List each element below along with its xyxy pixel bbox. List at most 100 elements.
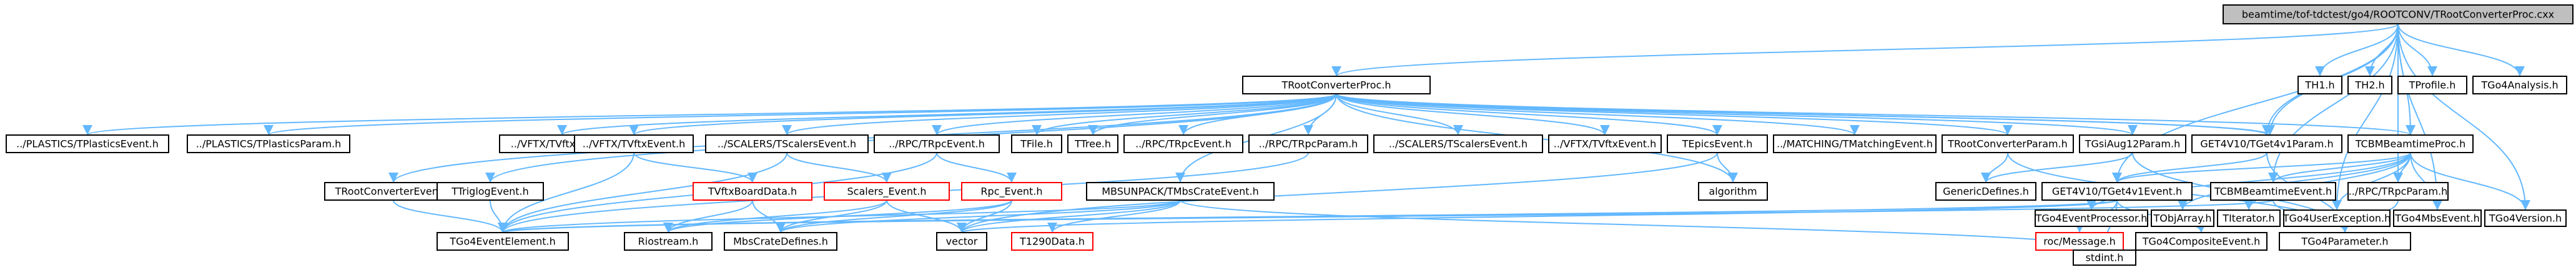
node-box-tgo4parameter (2279, 232, 2411, 251)
node-tgsiaug12param[interactable]: TGsiAug12Param.h (2079, 134, 2186, 153)
node-tgo4userexception[interactable]: TGo4UserException.h (2282, 209, 2391, 227)
edge-trootconverterproc_h-to-rpc_trpcevent (932, 93, 1337, 136)
node-label-vftx-board-data: TVftxBoardData.h (708, 186, 797, 198)
node-box-tepics-event (1667, 134, 1768, 153)
node-box-tprofile-h (2397, 76, 2467, 94)
node-tglog-event[interactable]: TTriglogEvent.h (437, 182, 544, 201)
node-tgo4parameter[interactable]: TGo4Parameter.h (2279, 232, 2411, 251)
node-mbsunpack[interactable]: MBSUNPACK/TMbsCrateEvent.h (1086, 182, 1275, 201)
node-tcbmbeamtimeproc[interactable]: TCBMBeamtimeProc.h (2347, 134, 2474, 153)
node-tcbmbeamtimeevent[interactable]: TCBMBeamtimeEvent.h (2210, 182, 2336, 201)
edge-scalers_tscalersevent-to-tgo4eventelement (498, 152, 787, 233)
node-label-algorithm: algorithm (1709, 186, 1757, 198)
node-riostream[interactable]: Riostream.h (624, 232, 713, 251)
node-th2-h[interactable]: TH2.h (2347, 76, 2392, 94)
node-scalers-event[interactable]: ../SCALERS/TScalersEvent.h (1373, 134, 1543, 153)
node-algorithm[interactable]: algorithm (1698, 182, 1768, 201)
edge-trootconverterproc_h-to-vftx_event (629, 93, 1337, 136)
node-box-tgo4userexception (2283, 209, 2391, 227)
node-label-root: beamtime/tof-tdctest/go4/ROOTCONV/TRootC… (2242, 9, 2554, 21)
node-label-trootconverterproc-h: TRootConverterProc.h (1281, 79, 1391, 91)
node-tgo4eventelement[interactable]: TGo4EventElement.h (437, 232, 569, 251)
node-label-rpc-event: ../RPC/TRpcEvent.h (1135, 138, 1231, 150)
node-tgo4eventprocessor[interactable]: TGo4EventProcessor.h (2035, 209, 2148, 227)
node-label-tget4v1event: GET4V10/TGet4v1Event.h (2052, 186, 2182, 198)
node-tepics-event[interactable]: TEpicsEvent.h (1667, 134, 1768, 153)
edge-scalers_event_h-to-riostream (663, 199, 887, 233)
node-vector[interactable]: vector (936, 232, 987, 251)
node-t1290data[interactable]: T1290Data.h (1011, 232, 1093, 251)
node-box-tgo4version (2484, 209, 2567, 227)
node-tfile-h[interactable]: TFile.h (1011, 134, 1062, 153)
node-box-trootconverterproc-h (1242, 76, 1431, 94)
node-tget4v1event[interactable]: GET4V10/TGet4v1Event.h (2041, 182, 2193, 201)
node-tobjarray[interactable]: TObjArray.h (2151, 209, 2214, 227)
node-tgo4compositeevent[interactable]: TGo4CompositeEvent.h (2135, 232, 2268, 251)
node-label-scalers-event: ../SCALERS/TScalersEvent.h (1389, 138, 1527, 150)
node-ttree-h[interactable]: TTree.h (1067, 134, 1118, 153)
edge-scalers_tscalersevent-to-scalers_event_h (786, 152, 892, 183)
edge-root-to-th2_h (2365, 23, 2399, 77)
node-rpc-param[interactable]: ../RPC/TRpcParam.h (1248, 134, 1368, 153)
node-box-riostream (624, 232, 713, 251)
node-plastics-event[interactable]: ../PLASTICS/TPlasticsEvent.h (6, 134, 169, 153)
edge-tget4v1event-to-tgo4eventelement (498, 199, 2118, 233)
node-label-tcbmbeamtimeevent: TCBMBeamtimeEvent.h (2214, 186, 2332, 198)
node-tprofile-h[interactable]: TProfile.h (2397, 76, 2467, 94)
node-th1-h[interactable]: TH1.h (2297, 76, 2342, 94)
node-rocmessage[interactable]: roc/Message.h (2035, 232, 2124, 251)
node-box-tobjarray (2151, 209, 2214, 227)
edge-mbsunpack-to-tgo4eventelement (498, 199, 1181, 233)
edge-tepics_event-to-algorithm (1717, 152, 1738, 183)
node-scalers-event-h[interactable]: Scalers_Event.h (824, 182, 950, 201)
node-box-scalers-tscalersevent (705, 134, 869, 153)
node-box-ttree-h (1067, 134, 1118, 153)
node-matching-event[interactable]: ../MATCHING/TMatchingEvent.h (1773, 134, 1937, 153)
node-box-tgo4analysis-h (2472, 76, 2567, 94)
node-rpc-event[interactable]: ../RPC/TRpcEvent.h (1123, 134, 1243, 153)
node-plastics-param[interactable]: ../PLASTICS/TPlasticsParam.h (187, 134, 350, 153)
edge-vftx_event-to-tgo4eventelement (498, 152, 634, 233)
node-mbscratedefines[interactable]: MbsCrateDefines.h (724, 232, 837, 251)
node-vftx-event[interactable]: ../VFTX/TVftxEvent.h (574, 134, 694, 153)
node-trootconverterproc-h[interactable]: TRootConverterProc.h (1242, 76, 1431, 94)
node-rpc-trpcevent[interactable]: ../RPC/TRpcEvent.h (874, 134, 1000, 153)
node-root[interactable]: beamtime/tof-tdctest/go4/ROOTCONV/TRootC… (2223, 4, 2574, 24)
node-label-tobjarray: TObjArray.h (2153, 213, 2211, 224)
edge-root-to-th1_h (2315, 23, 2399, 77)
node-box-root (2223, 4, 2574, 24)
edge-trootconverterproc_h-to-plastics_event (82, 93, 1337, 136)
node-label-trootconverterparam-h: TRootConverterParam.h (1947, 138, 2068, 150)
node-tgo4v10[interactable]: GET4V10/TGet4v1Param.h (2191, 134, 2342, 153)
edge-tglog_event-to-tgo4eventelement (490, 199, 508, 233)
node-label-tgo4v10: GET4V10/TGet4v1Param.h (2200, 138, 2333, 150)
node-box-rpc-event (1123, 134, 1243, 153)
edge-tcbmbeamtimeproc-to-tgo4version (2410, 152, 2530, 211)
node-box-genericdefines-h (1935, 182, 2036, 201)
node-label-plastics-param: ../PLASTICS/TPlasticsParam.h (196, 138, 342, 150)
node-tgo4version[interactable]: TGo4Version.h (2484, 209, 2567, 227)
edge-tepics_event-to-vector (957, 152, 1718, 233)
node-box-tfile-h (1011, 134, 1062, 153)
node-box-tgo4eventprocessor (2035, 209, 2148, 227)
node-rpc-trpcparam[interactable]: ../RPC/TRpcParam.h (2347, 182, 2449, 201)
node-genericdefines-h[interactable]: GenericDefines.h (1935, 182, 2036, 201)
node-box-tgsiaug12param (2079, 134, 2186, 153)
node-tgo4analysis-h[interactable]: TGo4Analysis.h (2472, 76, 2567, 94)
node-vftx-event-rel2[interactable]: ../VFTX/TVftxEvent.h (1548, 134, 1662, 153)
node-titerator[interactable]: TIterator.h (2217, 209, 2281, 227)
node-label-vector: vector (946, 236, 978, 248)
node-box-vftx-board-data (693, 182, 812, 201)
node-box-th1-h (2297, 76, 2342, 94)
edge-mbsunpack-to-t1290data (1047, 199, 1181, 233)
node-scalers-tscalersevent[interactable]: ../SCALERS/TScalersEvent.h (705, 134, 869, 153)
node-stdint[interactable]: stdint.h (2073, 249, 2136, 266)
edge-trootconverterevent_h-to-tgo4eventelement (393, 199, 508, 233)
edge-vftx_event-to-vftx_board_data (633, 152, 758, 183)
node-tgo4mbsevent[interactable]: TGo4MbsEvent.h (2393, 209, 2482, 227)
node-trootconverterparam-h[interactable]: TRootConverterParam.h (1942, 134, 2074, 153)
node-vftx-board-data[interactable]: TVftxBoardData.h (693, 182, 812, 201)
node-label-mbscratedefines: MbsCrateDefines.h (733, 236, 828, 248)
node-label-th1-h: TH1.h (2304, 79, 2334, 91)
node-rpc-event-h[interactable]: Rpc_Event.h (961, 182, 1062, 201)
